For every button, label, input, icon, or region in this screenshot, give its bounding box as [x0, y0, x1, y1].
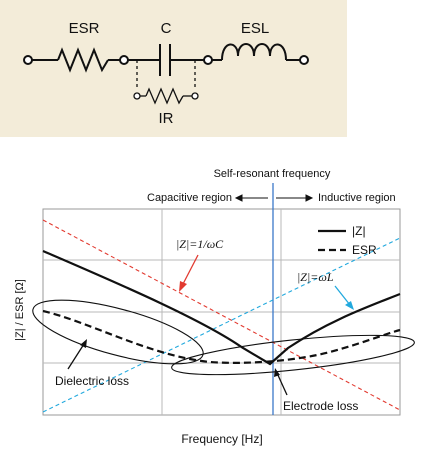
ir-resistor — [145, 87, 184, 105]
electrode-arrow-shaft — [276, 372, 288, 396]
esr-resistor — [57, 47, 109, 73]
z-curve — [42, 249, 401, 366]
capacitive-asymptote — [42, 219, 401, 411]
zl-arrow — [334, 285, 354, 310]
c-label: C — [161, 20, 172, 37]
x-axis-label: Frequency [Hz] — [181, 432, 262, 446]
electrode-loss-ellipse — [171, 334, 415, 376]
self-resonant-label: Self-resonant frequency — [214, 168, 331, 180]
inductive-arrowhead — [305, 194, 314, 202]
left-terminal — [23, 55, 33, 65]
gridlines — [43, 209, 400, 415]
zc-arrow — [179, 254, 199, 292]
capacitive-arrowhead — [234, 194, 243, 202]
capacitive-region-label: Capacitive region — [147, 192, 232, 204]
y-axis-label: |Z| / ESR [Ω] — [14, 279, 26, 341]
node-right — [203, 55, 213, 65]
zc-arrow-shaft — [182, 254, 199, 285]
esl-label: ESL — [241, 20, 269, 37]
zl-annotation: |Z|=ωL — [297, 270, 334, 284]
inductive-region-label: Inductive region — [318, 192, 396, 204]
circuit-panel — [0, 0, 347, 137]
esl-inductor — [221, 43, 287, 61]
dielectric-arrow-shaft — [67, 343, 85, 370]
legend-z-label: |Z| — [352, 224, 366, 238]
ir-label: IR — [159, 110, 174, 127]
electrode-arrowhead — [274, 368, 280, 377]
electrode-loss-label: Electrode loss — [283, 399, 358, 413]
dielectric-loss-label: Dielectric loss — [55, 374, 129, 388]
dielectric-arrowhead — [80, 339, 87, 348]
ir-branch — [133, 60, 199, 105]
zl-arrowhead — [345, 301, 354, 310]
right-terminal — [299, 55, 309, 65]
region-arrows — [234, 194, 314, 202]
dielectric-arrow — [67, 339, 87, 370]
dielectric-loss-ellipse — [32, 299, 204, 365]
inductive-asymptote — [42, 237, 401, 413]
esr-label: ESR — [69, 20, 100, 37]
node-left — [119, 55, 129, 65]
zl-arrow-shaft — [334, 285, 351, 306]
esr-curve — [42, 309, 401, 364]
circuit-schematic — [23, 43, 309, 105]
zc-annotation: |Z|=1/ωC — [176, 237, 224, 251]
zc-arrowhead — [179, 281, 187, 292]
ir-node-left — [133, 92, 141, 100]
legend-esr-label: ESR — [352, 243, 377, 257]
electrode-arrow — [274, 368, 288, 396]
ir-node-right — [191, 92, 199, 100]
